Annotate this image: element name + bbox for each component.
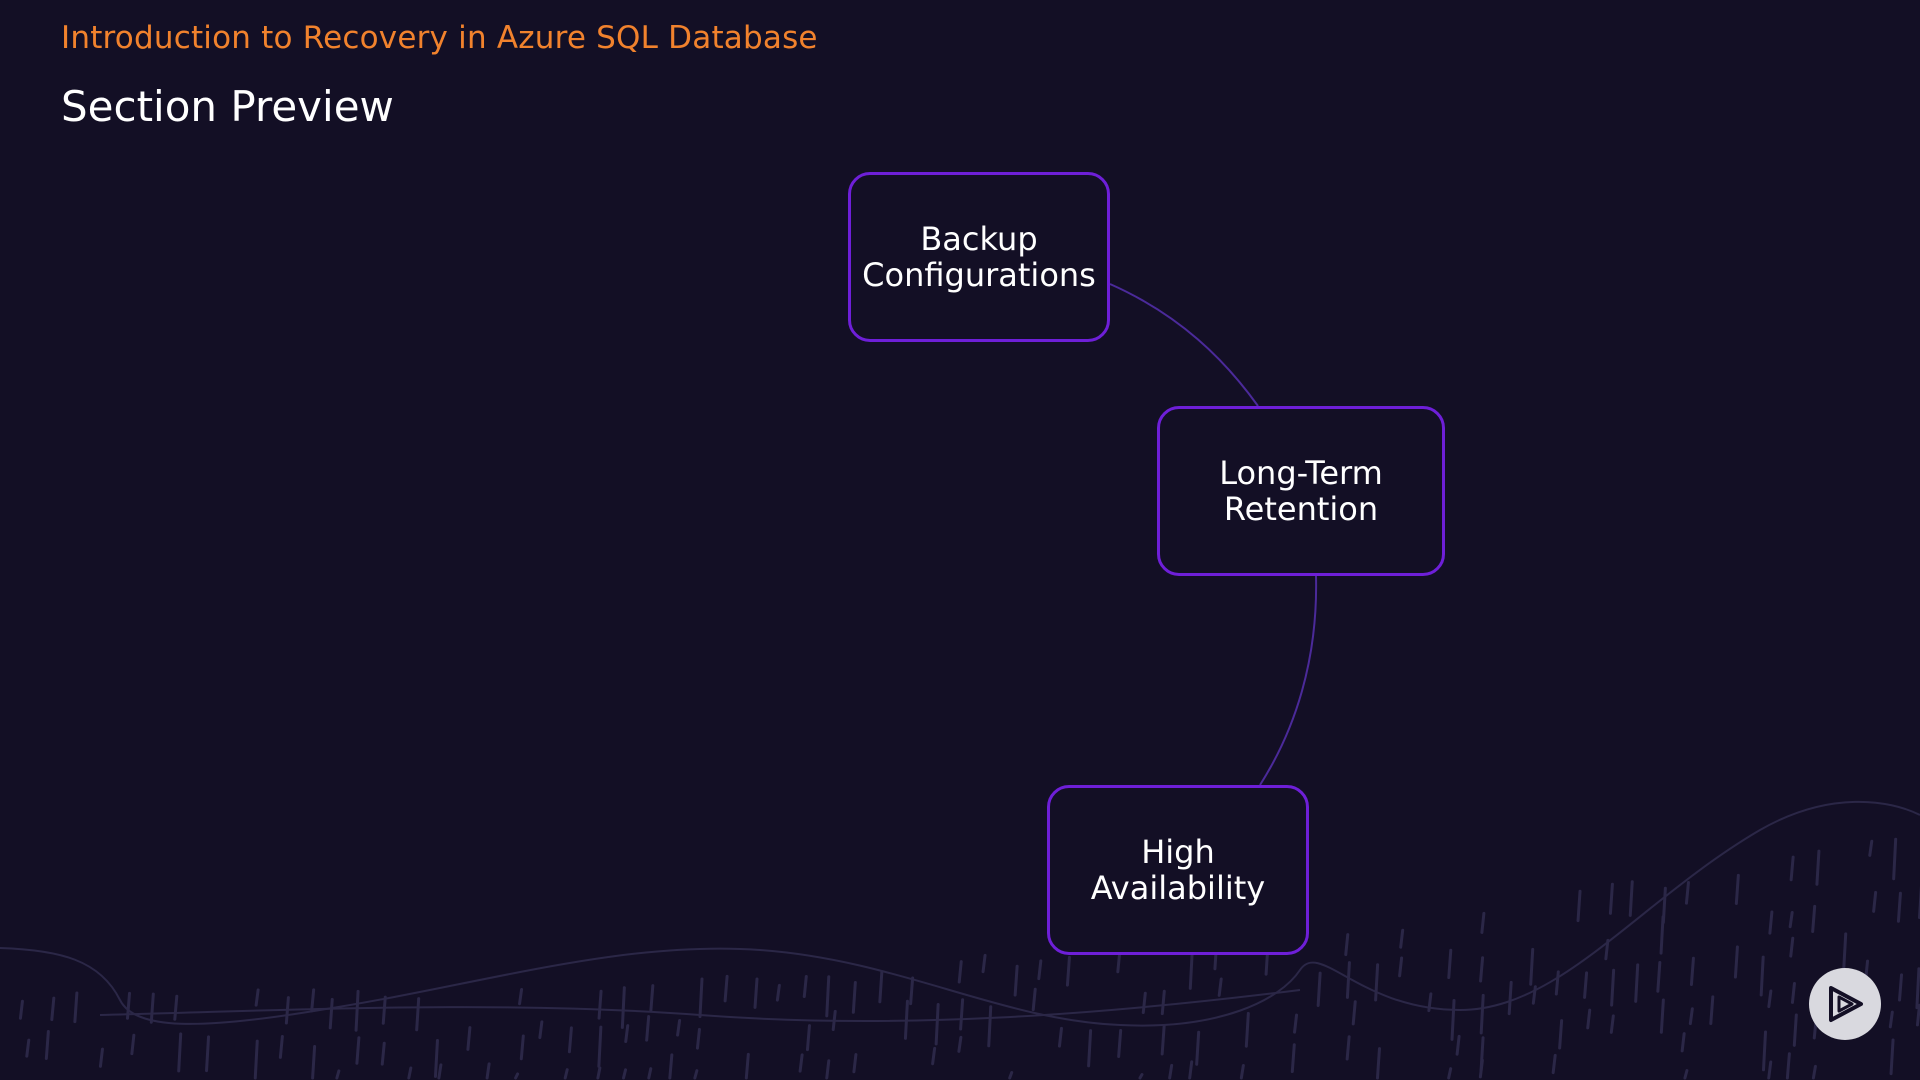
page-title: Section Preview: [61, 82, 394, 131]
node-label-line: Configurations: [862, 256, 1096, 294]
node-label-line: Backup: [920, 220, 1038, 258]
node-label-line: High: [1141, 833, 1215, 871]
connector-ltr-to-ha: [1259, 575, 1318, 786]
node-label-line: Long-Term: [1219, 454, 1383, 492]
node-label-line: Availability: [1090, 869, 1266, 907]
node-label-line: Retention: [1223, 490, 1379, 528]
course-title: Introduction to Recovery in Azure SQL Da…: [61, 20, 818, 56]
node-backup-configurations: Backup Configurations: [848, 172, 1110, 342]
node-long-term-retention: Long-Term Retention: [1157, 406, 1445, 576]
connector-backup-to-ltr: [1109, 283, 1259, 407]
play-logo-icon: [1809, 968, 1881, 1040]
node-high-availability: High Availability: [1047, 785, 1309, 955]
